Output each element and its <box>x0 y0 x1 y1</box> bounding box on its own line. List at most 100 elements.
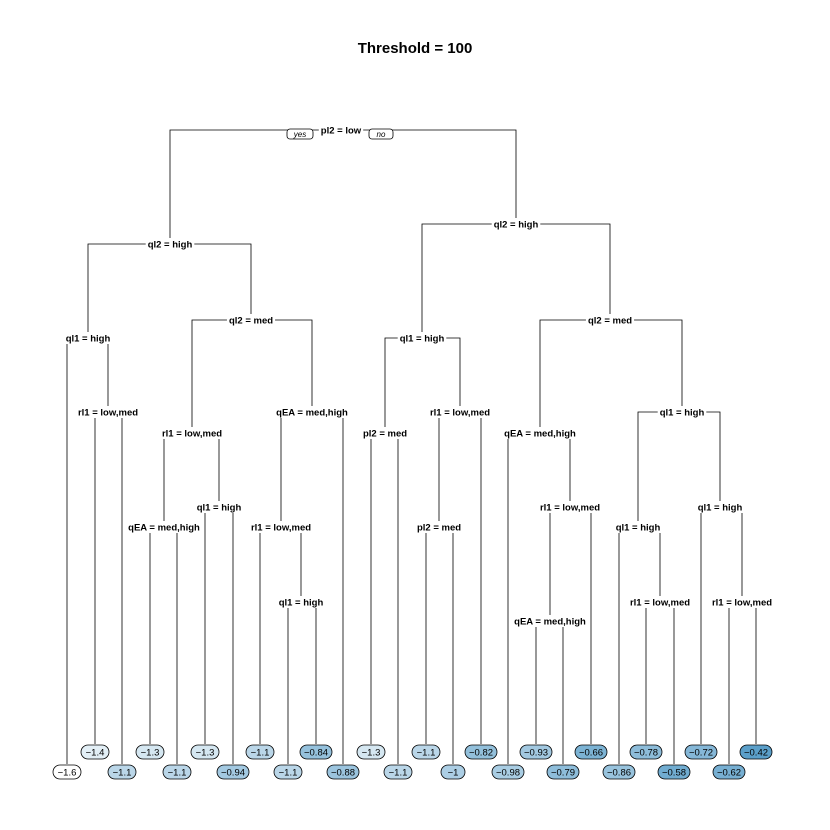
edge-n22-n25 <box>720 506 743 596</box>
leaf-value: −1.1 <box>389 767 408 778</box>
leaf-node-L18: −0.93 <box>519 744 553 760</box>
split-label-background <box>512 615 588 627</box>
leaf-node-L8: −1.1 <box>245 744 275 760</box>
leaf-box <box>107 764 137 780</box>
edge-n1-n3 <box>341 129 517 218</box>
no-label: no <box>377 130 386 139</box>
edge-n18-L14 <box>425 526 439 744</box>
leaf-node-L23: −0.58 <box>657 764 691 780</box>
split-node-n7: ql2 = med <box>585 314 635 327</box>
split-label-background <box>585 314 635 326</box>
edge-n15-L17 <box>507 432 540 764</box>
edge-n18-L15 <box>439 526 454 764</box>
edge-n5-n10 <box>251 319 313 406</box>
split-node-n5: ql2 = med <box>226 314 276 327</box>
leaf-node-L25: −0.62 <box>712 764 746 780</box>
split-node-n2: ql2 = high <box>145 238 195 251</box>
leaf-box <box>190 744 220 760</box>
split-label: ql1 = high <box>400 334 445 345</box>
edge-n24-L23 <box>660 601 675 764</box>
split-label: qEA = med,high <box>276 408 348 419</box>
leaf-box <box>356 744 386 760</box>
edge-n2-n5 <box>170 243 252 314</box>
split-label: pl2 = low <box>321 126 362 137</box>
leaf-node-L6: −1.3 <box>190 744 220 760</box>
split-label-background <box>159 427 225 439</box>
leaf-value: −0.66 <box>579 747 603 758</box>
edge-n10-n17 <box>280 411 312 521</box>
leaf-box <box>383 764 413 780</box>
leaf-value: −1.3 <box>362 747 381 758</box>
edge-n17-n20 <box>281 526 302 596</box>
edge-n2-n4 <box>87 243 170 332</box>
leaf-node-L9: −1.1 <box>273 764 303 780</box>
leaf-box <box>326 764 360 780</box>
leaf-value: −1.1 <box>417 747 436 758</box>
edge-n6-n12 <box>422 337 461 406</box>
split-label: qEA = med,high <box>504 429 576 440</box>
leaf-value: −1.3 <box>141 747 160 758</box>
split-label: ql2 = high <box>148 240 193 251</box>
edge-n11-L12 <box>370 432 385 744</box>
edge-n20-L9 <box>287 601 301 764</box>
leaf-box <box>602 764 636 780</box>
split-label-background <box>360 427 410 439</box>
split-label: ql1 = high <box>616 523 661 534</box>
leaf-box <box>574 744 608 760</box>
split-label-background <box>397 332 447 344</box>
leaf-value: −1.6 <box>58 767 77 778</box>
edge-n17-L8 <box>259 526 281 744</box>
split-label-background <box>194 501 244 513</box>
tree-edges <box>66 129 757 764</box>
edge-n6-n11 <box>384 337 422 427</box>
leaf-value: −1.4 <box>86 747 105 758</box>
split-node-n10: qEA = med,high <box>274 406 350 419</box>
split-node-n14: qEA = med,high <box>126 521 202 534</box>
split-label-background <box>427 406 493 418</box>
split-label: rl1 = low,med <box>162 429 222 440</box>
leaf-box <box>464 744 498 760</box>
leaf-node-L15: −1 <box>440 764 466 780</box>
split-node-n16: ql1 = high <box>657 406 707 419</box>
edge-n9-n13 <box>192 432 220 501</box>
leaf-node-L20: −0.66 <box>574 744 608 760</box>
split-node-n17: rl1 = low,med <box>248 521 314 534</box>
split-label: pl2 = med <box>363 429 407 440</box>
split-label: ql1 = high <box>197 503 242 514</box>
leaf-value: −0.88 <box>331 767 355 778</box>
split-label-background <box>537 501 603 513</box>
edge-n22-L24 <box>700 506 720 744</box>
split-label-background <box>75 406 141 418</box>
root-branch-labels: yes no <box>286 128 394 140</box>
edge-n21-L21 <box>618 526 638 764</box>
split-node-n1: pl2 = low <box>318 124 364 137</box>
leaf-box <box>162 764 192 780</box>
leaf-node-L17: −0.98 <box>491 764 525 780</box>
split-label-background <box>226 314 276 326</box>
leaf-box <box>80 744 110 760</box>
edge-n24-L22 <box>645 601 660 744</box>
leaf-value: −0.82 <box>469 747 493 758</box>
split-label: ql1 = high <box>660 408 705 419</box>
leaf-node-L7: −0.94 <box>216 764 250 780</box>
split-node-n25: rl1 = low,med <box>709 596 775 609</box>
split-label-background <box>657 406 707 418</box>
split-node-n15: qEA = med,high <box>502 427 578 440</box>
edge-n3-n6 <box>421 223 516 332</box>
edge-n4-L1 <box>66 337 88 764</box>
split-label-background <box>318 124 364 136</box>
split-node-n3: ql2 = high <box>491 218 541 231</box>
leaf-node-L10: −0.84 <box>299 744 333 760</box>
split-labels: pl2 = low ql2 = high ql2 = high ql1 = high q… <box>63 124 775 628</box>
leaf-value: −1.1 <box>168 767 187 778</box>
edge-n8-L3 <box>108 411 123 764</box>
split-label: rl1 = low,med <box>630 598 690 609</box>
split-label: rl1 = low,med <box>251 523 311 534</box>
leaf-node-L22: −0.78 <box>629 744 663 760</box>
leaf-box <box>216 764 250 780</box>
split-label: ql2 = high <box>494 220 539 231</box>
leaf-node-L26: −0.42 <box>739 744 773 760</box>
split-node-n13: ql1 = high <box>194 501 244 514</box>
edge-n13-L6 <box>204 506 219 744</box>
split-label-background <box>613 521 663 533</box>
